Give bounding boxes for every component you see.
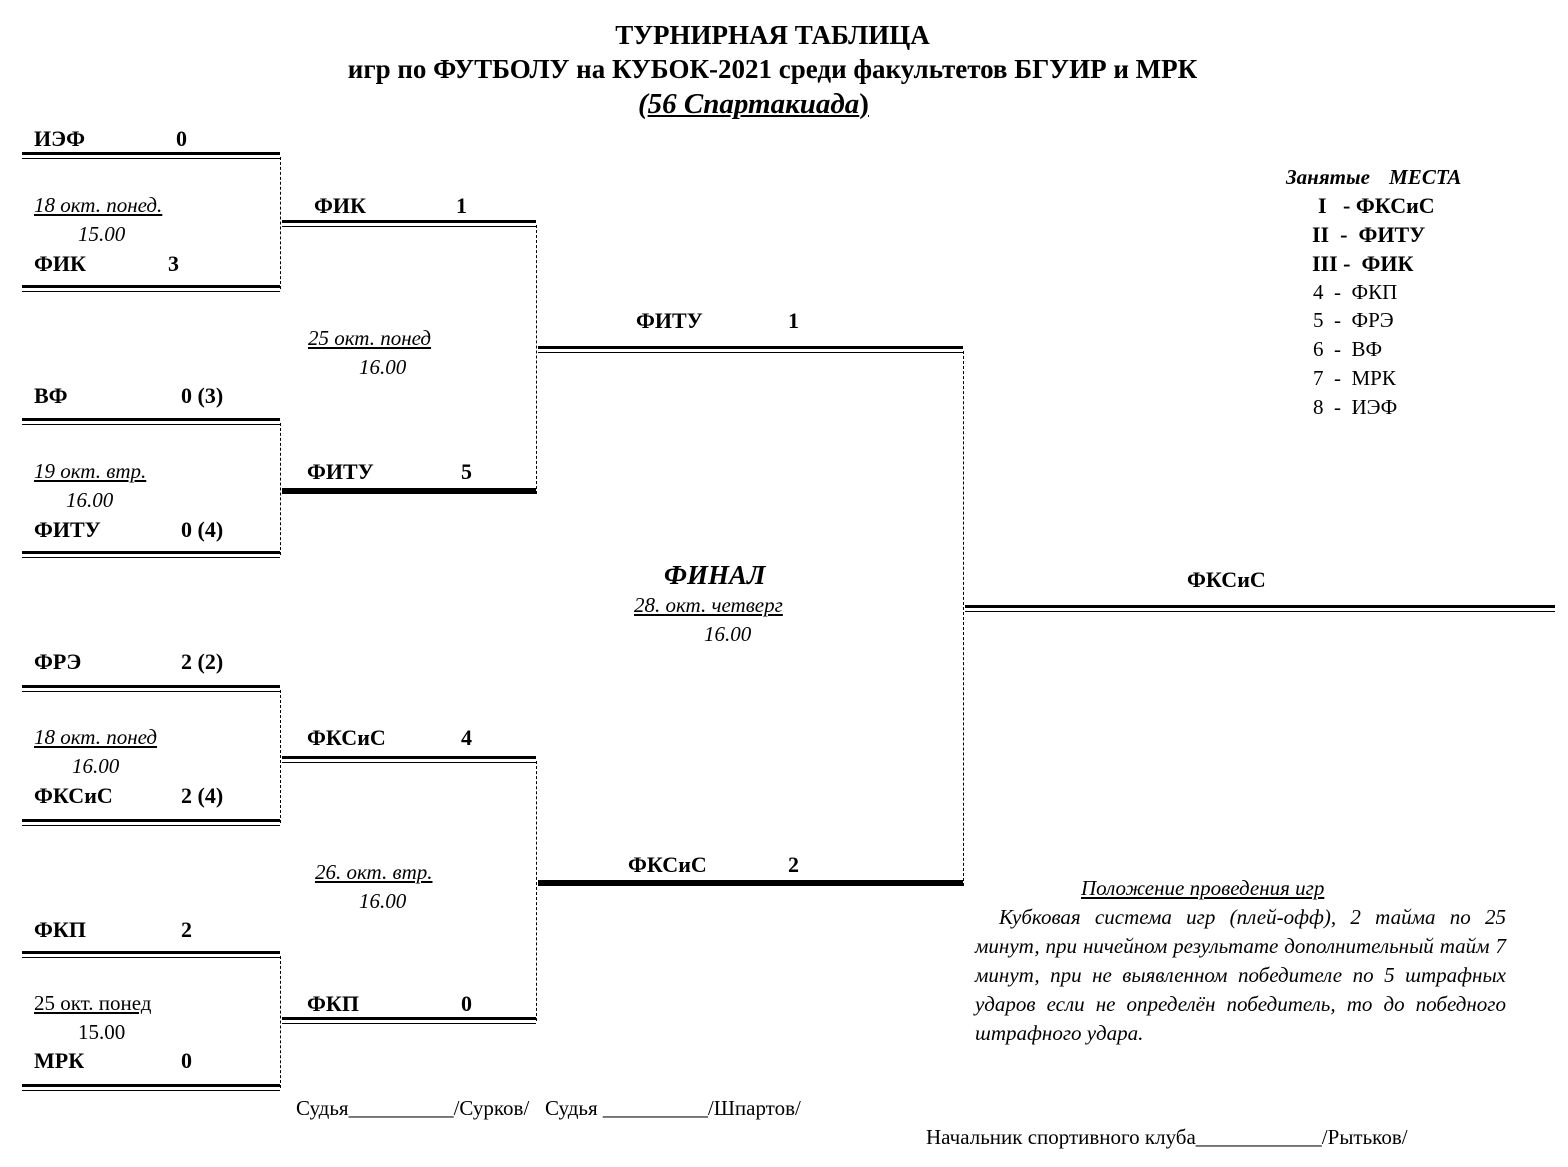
bracket-connector bbox=[280, 423, 281, 555]
winner-line bbox=[965, 605, 1555, 612]
place-item: 4 - ФКП bbox=[1313, 280, 1398, 304]
page-title: ТУРНИРНАЯ ТАБЛИЦА bbox=[615, 20, 930, 50]
team-name: ФРЭ bbox=[34, 649, 82, 674]
places-heading: Занятые МЕСТА bbox=[1286, 165, 1462, 189]
team-name: ВФ bbox=[34, 383, 68, 408]
match-date: 18 окт. понед. bbox=[34, 193, 163, 217]
bracket-line bbox=[22, 285, 280, 292]
team-score: 2 bbox=[181, 917, 192, 942]
match-date: 19 окт. втр. bbox=[34, 459, 147, 483]
team-score: 0 bbox=[176, 126, 187, 151]
place-item: 5 - ФРЭ bbox=[1313, 308, 1394, 332]
team-name: ФКСиС bbox=[628, 852, 707, 877]
match-time: 16.00 bbox=[72, 754, 120, 778]
match-time: 16.00 bbox=[66, 488, 114, 512]
team-score: 2 (4) bbox=[181, 783, 224, 808]
chief-signature: Начальник спортивного клуба____________/… bbox=[926, 1125, 1408, 1149]
team-score: 1 bbox=[788, 308, 799, 333]
bracket-line bbox=[22, 685, 280, 692]
team-name: ФИТУ bbox=[307, 459, 374, 484]
team-name: ФКСиС bbox=[34, 783, 113, 808]
team-score: 5 bbox=[461, 459, 472, 484]
match-date: 25 окт. понед bbox=[308, 326, 432, 350]
bracket-connector bbox=[536, 761, 537, 1021]
team-score: 1 bbox=[456, 193, 467, 218]
place-item: III - ФИК bbox=[1312, 251, 1414, 276]
team-score: 0 (3) bbox=[181, 383, 224, 408]
team-score: 4 bbox=[461, 725, 472, 750]
bracket-line bbox=[22, 418, 280, 425]
bracket-line bbox=[282, 220, 536, 227]
team-name: ФИТУ bbox=[34, 517, 101, 542]
bracket-connector bbox=[963, 351, 964, 886]
team-score: 2 bbox=[788, 852, 799, 877]
place-item: I - ФКСиС bbox=[1318, 193, 1435, 218]
team-name: ИЭФ bbox=[34, 126, 86, 151]
spartakiad-label: (56 Спартакиада) bbox=[638, 88, 869, 120]
team-score: 3 bbox=[168, 251, 179, 276]
team-name: МРК bbox=[34, 1048, 85, 1073]
rules-heading: Положение проведения игр bbox=[1081, 876, 1325, 900]
bracket-connector bbox=[536, 225, 537, 494]
match-time: 16.00 bbox=[704, 622, 752, 646]
team-name: ФИК bbox=[34, 251, 86, 276]
bracket-line bbox=[538, 346, 963, 353]
match-time: 15.00 bbox=[78, 222, 126, 246]
team-name: ФКП bbox=[307, 991, 359, 1016]
final-label: ФИНАЛ bbox=[664, 560, 766, 590]
bracket-line bbox=[282, 488, 536, 494]
bracket-line bbox=[22, 1084, 280, 1091]
bracket-line bbox=[282, 756, 536, 763]
place-item: 8 - ИЭФ bbox=[1313, 395, 1398, 419]
team-score: 0 bbox=[461, 991, 472, 1016]
team-name: ФКП bbox=[34, 917, 86, 942]
match-date: 18 окт. понед bbox=[34, 725, 158, 749]
team-score: 2 (2) bbox=[181, 649, 224, 674]
match-time: 15.00 bbox=[78, 1020, 126, 1044]
bracket-line bbox=[538, 880, 963, 886]
judges-signature: Судья__________/Сурков/ Судья __________… bbox=[296, 1096, 801, 1120]
rules-text: Кубковая система игр (плей-офф), 2 тайма… bbox=[975, 905, 1506, 1045]
bracket-line bbox=[22, 152, 280, 159]
winner-name: ФКСиС bbox=[1187, 567, 1266, 592]
match-time: 16.00 bbox=[359, 889, 407, 913]
bracket-connector bbox=[280, 157, 281, 289]
bracket-line bbox=[22, 819, 280, 826]
bracket-connector bbox=[280, 690, 281, 823]
bracket-line bbox=[22, 551, 280, 558]
place-item: 6 - ВФ bbox=[1313, 337, 1383, 361]
match-date: 25 окт. понед bbox=[34, 991, 152, 1015]
team-score: 0 (4) bbox=[181, 517, 224, 542]
bracket-connector bbox=[280, 956, 281, 1088]
place-item: 7 - МРК bbox=[1313, 366, 1396, 390]
team-name: ФИК bbox=[314, 193, 366, 218]
bracket-line bbox=[282, 1017, 536, 1024]
match-time: 16.00 bbox=[359, 355, 407, 379]
team-name: ФКСиС bbox=[307, 725, 386, 750]
bracket-line bbox=[22, 951, 280, 958]
page-subtitle: игр по ФУТБОЛУ на КУБОК-2021 среди факул… bbox=[347, 54, 1198, 84]
team-score: 0 bbox=[181, 1048, 192, 1073]
place-item: II - ФИТУ bbox=[1312, 222, 1426, 247]
match-date: 26. окт. втр. bbox=[315, 860, 433, 884]
match-date: 28. окт. четверг bbox=[634, 593, 783, 617]
team-name: ФИТУ bbox=[636, 308, 703, 333]
